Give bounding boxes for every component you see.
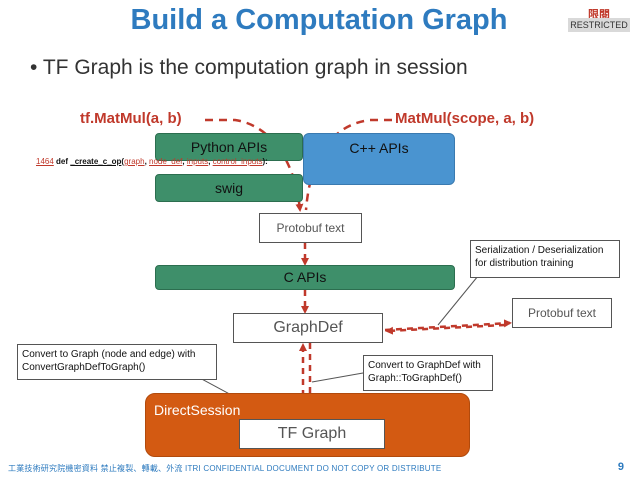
direct-session-label: DirectSession [154, 402, 241, 418]
callout-serialization-line: for distribution training [475, 258, 574, 269]
bullet-marker: • [30, 56, 38, 79]
bullet-text: TF Graph is the computation graph in ses… [42, 56, 468, 79]
graphdef-box: GraphDef [233, 313, 383, 343]
callout-serialization-pointer [437, 275, 479, 326]
bullet-point: • TF Graph is the computation graph in s… [30, 56, 468, 80]
protobuf-text-box-2: Protobuf text [512, 298, 612, 328]
code-arg: graph [124, 157, 145, 166]
slide-title: Build a Computation Graph [130, 4, 508, 36]
callout-serialization: Serialization / Deserialization for dist… [470, 240, 620, 278]
callout-convert-graphdef-line: Graph::ToGraphDef() [368, 373, 462, 384]
python-apis-box: Python APIs [155, 133, 303, 161]
restricted-badge: 限閱 RESTRICTED [568, 6, 630, 32]
callout-convert-graph-line: ConvertGraphDefToGraph() [22, 362, 146, 373]
code-function-name: _create_c_op [70, 157, 122, 166]
arrow-graphdef-protobuf2 [384, 319, 512, 332]
code-snippet: 1464 def _create_c_op(graph, node_def, i… [36, 157, 268, 166]
label-matmul-scope: MatMul(scope, a, b) [395, 110, 535, 127]
code-arg: inputs [186, 157, 209, 166]
code-line-number: 1464 [36, 157, 54, 166]
callout-convert-graph: Convert to Graph (node and edge) with Co… [17, 344, 217, 380]
tf-graph-box: TF Graph [239, 419, 385, 449]
cpp-apis-box: C++ APIs [303, 133, 455, 185]
swig-box: swig [155, 174, 303, 202]
code-arg: node_def [149, 157, 183, 166]
confidential-footer: 工業技術研究院機密資料 禁止複製、轉載、外流 ITRI CONFIDENTIAL… [8, 464, 442, 473]
restricted-badge-en: RESTRICTED [568, 18, 630, 32]
c-apis-box: C APIs [155, 265, 455, 290]
callout-convert-graph-line: Convert to Graph (node and edge) with [22, 349, 196, 360]
page-number: 9 [617, 461, 624, 473]
callout-convert-graphdef-line: Convert to GraphDef with [368, 360, 481, 371]
arrow-protobuf2-graphdef [385, 323, 506, 335]
callout-convert-graphdef: Convert to GraphDef with Graph::ToGraphD… [363, 355, 493, 391]
code-arg: control_inputs [212, 157, 263, 166]
code-keyword: def [56, 157, 69, 166]
protobuf-text-box-1: Protobuf text [259, 213, 362, 243]
callout-serialization-line: Serialization / Deserialization [475, 245, 604, 256]
label-tf-matmul: tf.MatMul(a, b) [80, 110, 182, 127]
